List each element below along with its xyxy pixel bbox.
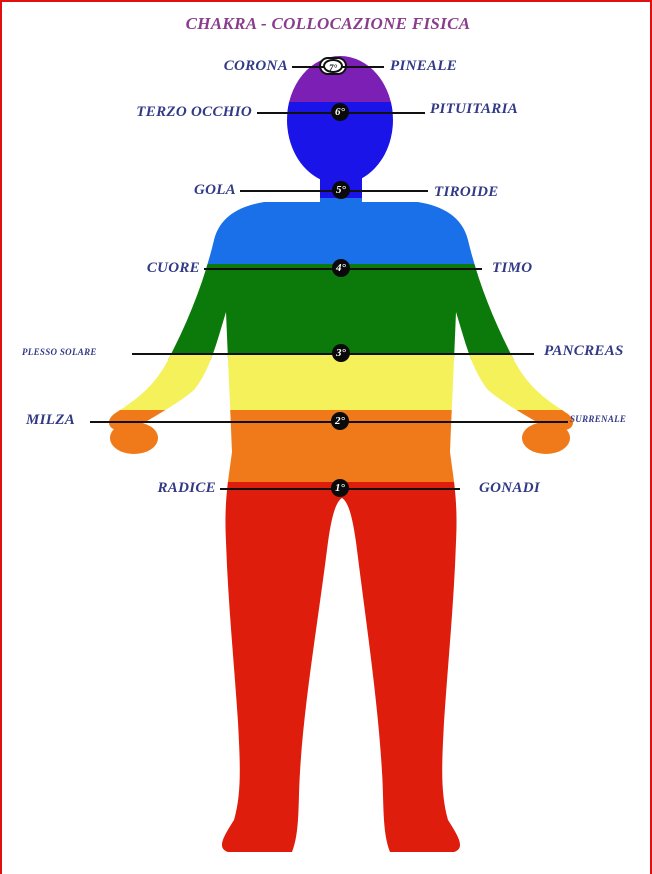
chakra-4-marker: 4° bbox=[332, 259, 350, 277]
line-chakra-2 bbox=[90, 421, 568, 423]
chakra-7-right-label: PINEALE bbox=[390, 57, 457, 75]
chakra-7-marker: 7° bbox=[323, 59, 343, 73]
chakra-3-marker: 3° bbox=[332, 344, 350, 362]
throat-zone bbox=[2, 198, 652, 268]
chakra-6-right-label: PITUITARIA bbox=[430, 100, 518, 118]
chakra-1-right-label: GONADI bbox=[479, 479, 540, 497]
chakra-1-left-label: RADICE bbox=[112, 479, 216, 497]
chakra-6-marker: 6° bbox=[331, 103, 349, 121]
chakra-5-marker: 5° bbox=[332, 181, 350, 199]
chakra-7-left-label: CORONA bbox=[152, 57, 288, 75]
chakra-3-left-label: PLESSO SOLARE bbox=[22, 347, 97, 358]
chakra-4-left-label: CUORE bbox=[102, 259, 200, 277]
chakra-5-left-label: GOLA bbox=[132, 181, 236, 199]
chakra-4-right-label: TIMO bbox=[492, 259, 532, 277]
chakra-2-left-label: MILZA bbox=[26, 411, 75, 429]
root-zone bbox=[2, 482, 652, 874]
chakra-3-right-label: PANCREAS bbox=[544, 342, 624, 360]
left-hand bbox=[110, 422, 158, 454]
right-hand bbox=[522, 422, 570, 454]
chakra-6-left-label: TERZO OCCHIO bbox=[62, 103, 252, 121]
chakra-1-marker: 1° bbox=[331, 479, 349, 497]
chakra-5-right-label: TIROIDE bbox=[434, 183, 499, 201]
chakra-2-right-label: SURRENALE bbox=[570, 414, 626, 425]
chakra-2-marker: 2° bbox=[331, 412, 349, 430]
solar-plexus-zone bbox=[2, 354, 652, 414]
